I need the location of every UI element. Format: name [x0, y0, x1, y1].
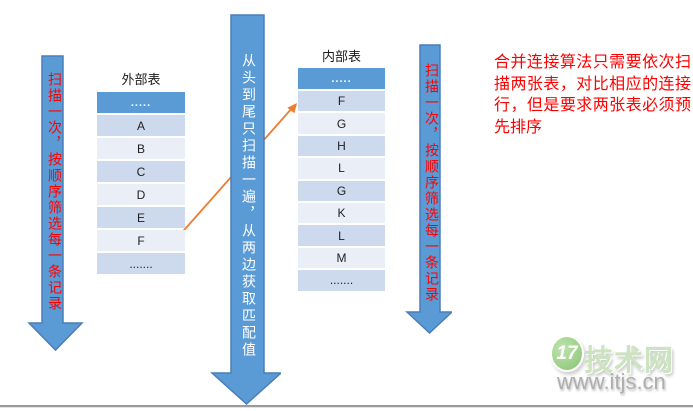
outer-table-title: 外部表: [121, 72, 161, 87]
algorithm-note: 合并连接算法只需要依次扫描两张表，对比相应的连接行，但是要求两张表必须预先排序: [494, 54, 691, 136]
table-row: .......: [97, 253, 185, 274]
inner-table-header: .....: [298, 68, 385, 89]
table-row: B: [97, 138, 185, 159]
table-row: D: [97, 184, 185, 205]
table-row: E: [97, 207, 185, 228]
table-row: L: [298, 225, 385, 246]
table-row: C: [97, 161, 185, 182]
table-row: K: [298, 202, 385, 224]
down-arrow-icon: [210, 14, 281, 406]
itjs-logo-icon: 17: [550, 335, 584, 372]
down-arrow-icon: [405, 44, 452, 335]
inner-table-title: 内部表: [321, 49, 361, 64]
table-row: M: [298, 247, 385, 269]
watermark-url: www.itjs.cn: [557, 369, 666, 394]
itjs-logo-text: 17: [556, 342, 578, 364]
table-row: L: [298, 158, 385, 179]
slide-bottom-border: [0, 405, 693, 408]
table-row: G: [298, 180, 385, 201]
down-arrow-icon: [27, 55, 84, 352]
table-row: F: [97, 230, 185, 251]
table-row: G: [298, 113, 385, 134]
outer-table-header: .....: [97, 92, 185, 113]
left-arrow-label: 扫描一次，按顺序筛选每一条记录: [47, 72, 63, 312]
table-row: A: [97, 115, 185, 136]
table-row: F: [298, 91, 385, 112]
watermark-site-name: 技术网: [584, 345, 675, 377]
middle-arrow-label: 从头到尾只扫描一遍，从两边获取匹配值: [241, 53, 257, 359]
right-arrow-label: 扫描一次，按顺序筛选每一条记录: [424, 63, 440, 303]
table-row: H: [298, 135, 385, 157]
table-row: .......: [298, 270, 385, 291]
